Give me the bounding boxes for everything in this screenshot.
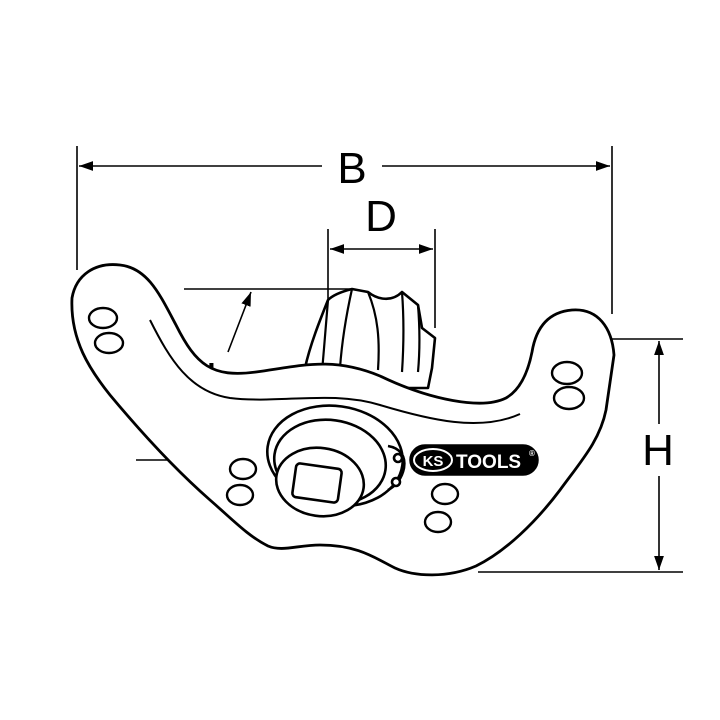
clip-eye	[390, 476, 402, 488]
square-drive	[291, 462, 343, 504]
pressing-head	[303, 287, 437, 390]
bolt-holes	[87, 306, 586, 534]
base-plate-inner-rim	[149, 319, 521, 424]
logo-tools-text: TOOLS	[456, 452, 521, 473]
dimension-h: H	[478, 338, 683, 573]
dimension-d: D	[327, 192, 436, 328]
dimension-label-b: B	[337, 144, 366, 193]
logo-ks-text: KS	[423, 453, 444, 470]
bolt-hole	[93, 331, 125, 355]
bolt-hole	[225, 483, 255, 507]
logo-registered-mark: ®	[529, 449, 535, 458]
bolt-hole	[423, 510, 453, 534]
drive-spindle	[266, 404, 406, 518]
bolt-hole	[87, 306, 119, 330]
bolt-hole	[228, 457, 258, 481]
bolt-hole	[550, 360, 584, 386]
dimension-line-l-upper	[227, 291, 252, 353]
dimension-label-d: D	[365, 192, 397, 241]
dimension-label-h: H	[642, 426, 674, 475]
logo-ks-oval	[413, 448, 453, 472]
bolt-hole	[430, 482, 460, 506]
bolt-hole	[552, 385, 586, 411]
clip-eye	[392, 452, 404, 464]
ks-tools-logo: KS TOOLS ®	[409, 444, 539, 476]
dimension-b: B	[76, 144, 613, 314]
pressing-head-groove	[320, 288, 421, 373]
